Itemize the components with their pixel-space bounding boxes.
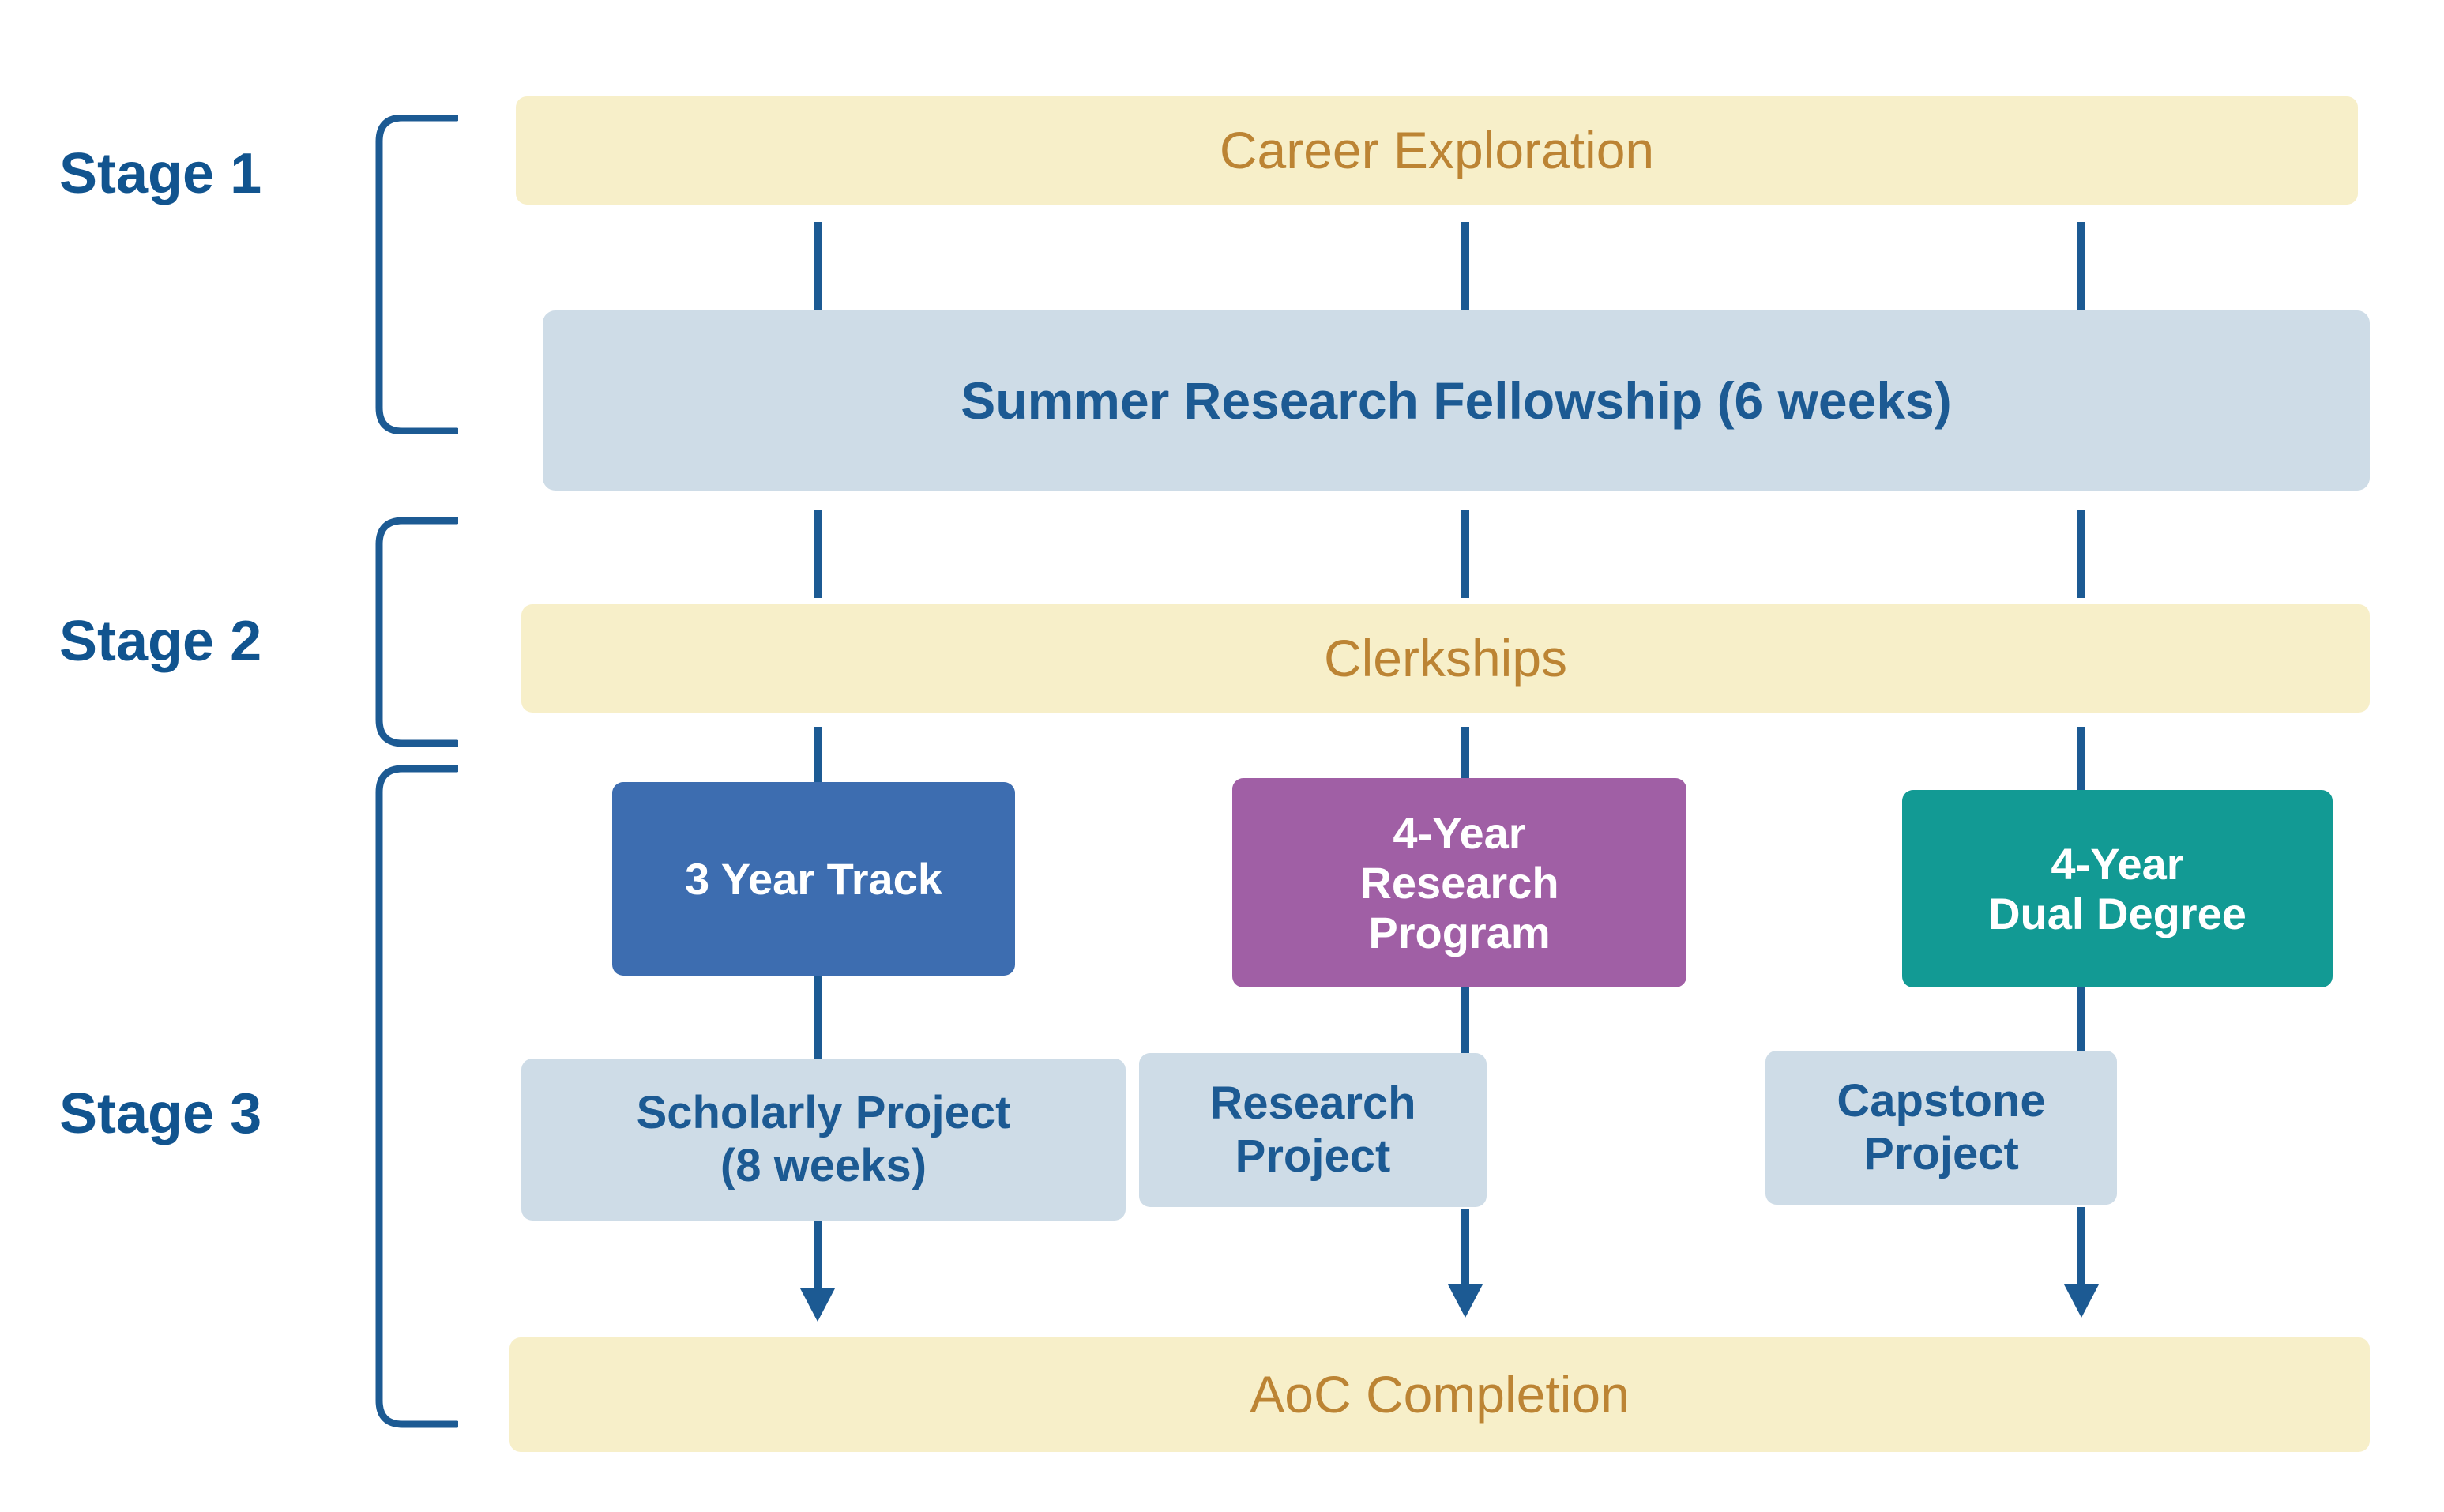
project-3-label: Capstone Project bbox=[1837, 1075, 2046, 1179]
connector-career-to-srf-col1 bbox=[814, 222, 822, 310]
track-box-3-year-track[interactable]: 3 Year Track bbox=[612, 782, 1015, 976]
connector-clerkships-to-track-1 bbox=[814, 727, 822, 786]
banner-summer-research-fellowship: Summer Research Fellowship (6 weeks) bbox=[543, 310, 2370, 491]
clerkships-label: Clerkships bbox=[1323, 629, 1568, 688]
connector-srf-to-clerkships-col1 bbox=[814, 510, 822, 598]
connector-track3-to-project3 bbox=[2077, 987, 2085, 1051]
connector-clerkships-to-track-2 bbox=[1461, 727, 1469, 778]
project-box-scholarly-project[interactable]: Scholarly Project (8 weeks) bbox=[521, 1059, 1126, 1221]
track-2-label-line2: Research bbox=[1359, 857, 1559, 908]
track-box-4-year-dual-degree[interactable]: 4-Year Dual Degree bbox=[1902, 790, 2333, 987]
track-2-label: 4-Year Research Program bbox=[1359, 808, 1559, 958]
project-box-research-project[interactable]: Research Project bbox=[1139, 1053, 1487, 1207]
connector-track1-to-project1 bbox=[814, 976, 822, 1059]
project-2-label: Research Project bbox=[1209, 1078, 1416, 1182]
track-2-label-line3: Program bbox=[1368, 908, 1551, 958]
connector-track2-to-project2 bbox=[1461, 987, 1469, 1055]
stage-2-text: Stage 2 bbox=[59, 610, 262, 673]
track-3-label-line1: 4-Year bbox=[2051, 838, 2184, 889]
track-1-label: 3 Year Track bbox=[685, 854, 942, 904]
arrow-project2-to-aoc bbox=[1448, 1209, 1483, 1318]
arrow-project1-to-aoc bbox=[800, 1221, 835, 1322]
bracket-stage-2 bbox=[375, 517, 458, 747]
banner-career-exploration: Career Exploration bbox=[516, 96, 2358, 205]
connector-career-to-srf-col2 bbox=[1461, 222, 1469, 310]
project-1-label-line2: (8 weeks) bbox=[720, 1139, 927, 1191]
stage-label-stage-2: Stage 2 bbox=[59, 606, 375, 677]
bracket-stage-3 bbox=[375, 765, 458, 1428]
project-1-label-line1: Scholarly Project bbox=[636, 1087, 1011, 1139]
banner-aoc-completion: AoC Completion bbox=[509, 1337, 2370, 1452]
track-box-4-year-research-program[interactable]: 4-Year Research Program bbox=[1232, 778, 1686, 987]
stage-label-stage-3: Stage 3 bbox=[59, 1078, 375, 1149]
banner-clerkships: Clerkships bbox=[521, 604, 2370, 713]
connector-career-to-srf-col3 bbox=[2077, 222, 2085, 310]
stage-3-text: Stage 3 bbox=[59, 1082, 262, 1145]
summer-research-fellowship-label: Summer Research Fellowship (6 weeks) bbox=[961, 370, 1952, 430]
bracket-stage-1 bbox=[375, 115, 458, 434]
track-1-label-line1: 3 Year Track bbox=[685, 853, 942, 904]
project-1-label: Scholarly Project (8 weeks) bbox=[637, 1087, 1011, 1191]
track-3-label: 4-Year Dual Degree bbox=[1988, 839, 2247, 939]
connector-srf-to-clerkships-col3 bbox=[2077, 510, 2085, 598]
track-3-label-line2: Dual Degree bbox=[1988, 889, 2247, 938]
track-2-label-line1: 4-Year bbox=[1393, 807, 1526, 858]
career-exploration-label: Career Exploration bbox=[1219, 121, 1655, 180]
stage-1-text: Stage 1 bbox=[59, 142, 262, 205]
aoc-completion-label: AoC Completion bbox=[1250, 1365, 1630, 1424]
project-box-capstone-project[interactable]: Capstone Project bbox=[1765, 1051, 2117, 1205]
connector-clerkships-to-track-3 bbox=[2077, 727, 2085, 790]
arrow-project3-to-aoc bbox=[2064, 1207, 2099, 1318]
connector-srf-to-clerkships-col2 bbox=[1461, 510, 1469, 598]
stage-label-stage-1: Stage 1 bbox=[59, 138, 375, 209]
